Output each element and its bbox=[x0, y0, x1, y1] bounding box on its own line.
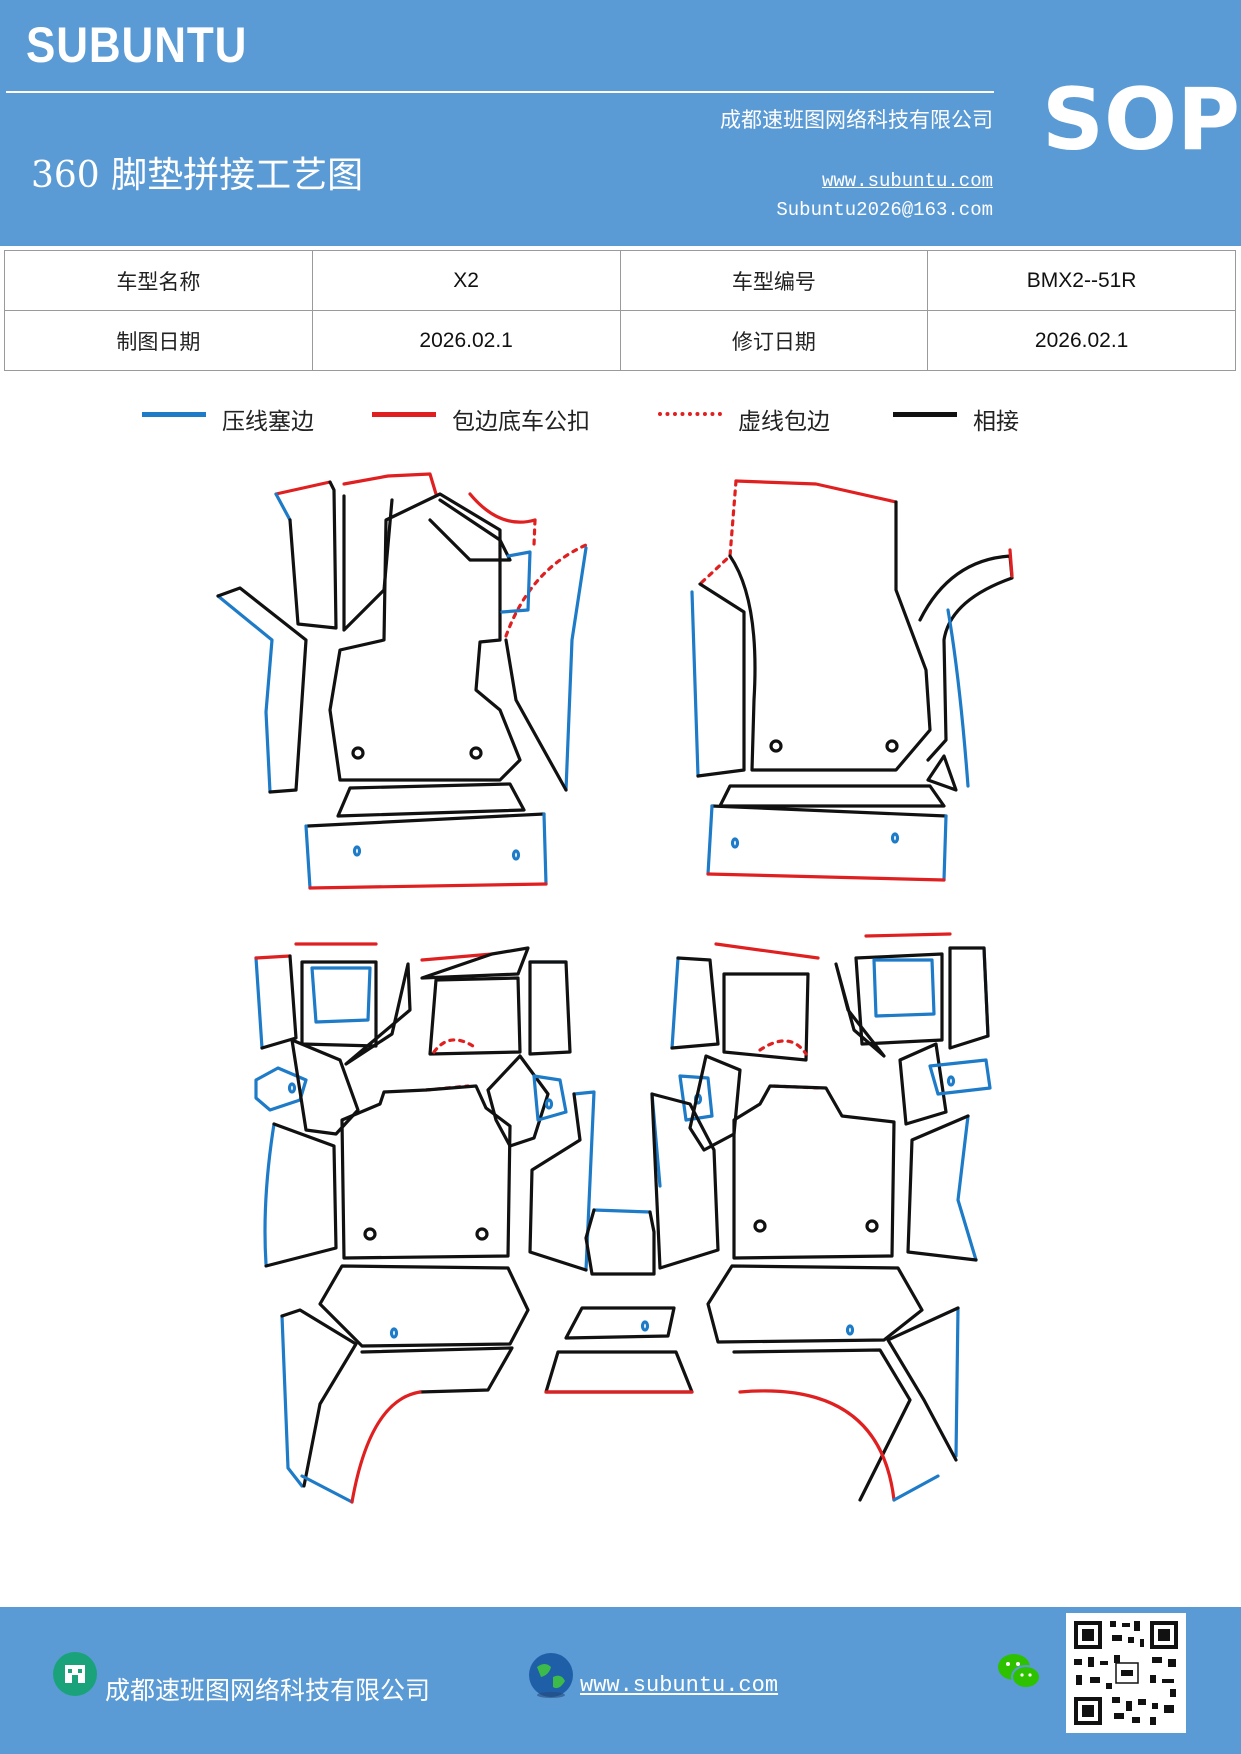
header-email: Subuntu2026@163.com bbox=[776, 199, 993, 221]
front-left-mat-group bbox=[216, 472, 588, 890]
legend-label: 压线塞边 bbox=[222, 409, 314, 435]
legend-swatch-red-dotted bbox=[658, 412, 722, 416]
legend-label: 包边底车公扣 bbox=[452, 409, 590, 435]
model-code-label: 车型编号 bbox=[619, 250, 929, 311]
footer-banner: 成都速班图网络科技有限公司 www.subuntu.com bbox=[0, 1607, 1241, 1754]
revision-date-label: 修订日期 bbox=[619, 310, 929, 371]
legend-swatch-black bbox=[893, 412, 957, 417]
footer-company: 成都速班图网络科技有限公司 bbox=[105, 1676, 431, 1705]
model-info-table: 车型名称 X2 车型编号 BMX2--51R 制图日期 2026.02.1 修订… bbox=[4, 250, 1236, 371]
page-title: 360 脚垫拼接工艺图 bbox=[31, 155, 364, 196]
model-name-value: X2 bbox=[311, 250, 621, 311]
legend-label: 虚线包边 bbox=[738, 409, 830, 435]
revision-date-value: 2026.02.1 bbox=[927, 310, 1236, 371]
legend-swatch-red bbox=[372, 412, 436, 417]
wechat-icon[interactable] bbox=[996, 1651, 1042, 1697]
drawing-date-value: 2026.02.1 bbox=[311, 310, 621, 371]
legend: 压线塞边 包边底车公扣 虚线包边 相接 bbox=[0, 402, 1241, 442]
rear-right-mat-group bbox=[650, 932, 992, 1502]
model-name-label: 车型名称 bbox=[4, 250, 313, 311]
model-code-value: BMX2--51R bbox=[927, 250, 1236, 311]
building-icon bbox=[52, 1651, 98, 1701]
rear-left-mat-group bbox=[254, 942, 694, 1504]
header-banner: SUBUNTU 成都速班图网络科技有限公司 360 脚垫拼接工艺图 www.su… bbox=[0, 0, 1241, 246]
table-row: 制图日期 2026.02.1 修订日期 2026.02.1 bbox=[4, 310, 1236, 371]
footer-website-link[interactable]: www.subuntu.com bbox=[580, 1673, 779, 1698]
qr-code bbox=[1066, 1613, 1186, 1737]
header-divider bbox=[6, 91, 994, 93]
legend-swatch-blue bbox=[142, 412, 206, 417]
front-right-mat-group bbox=[690, 479, 1014, 882]
legend-label: 相接 bbox=[973, 409, 1019, 435]
header-company: 成都速班图网络科技有限公司 bbox=[720, 108, 993, 132]
table-row: 车型名称 X2 车型编号 BMX2--51R bbox=[4, 250, 1236, 311]
header-website-link[interactable]: www.subuntu.com bbox=[821, 170, 993, 192]
brand-logo: SUBUNTU bbox=[26, 17, 248, 73]
floor-mat-diagram bbox=[216, 472, 1014, 1504]
sop-badge: SOP bbox=[1042, 70, 1241, 170]
globe-icon bbox=[527, 1651, 575, 1703]
drawing-date-label: 制图日期 bbox=[4, 310, 313, 371]
